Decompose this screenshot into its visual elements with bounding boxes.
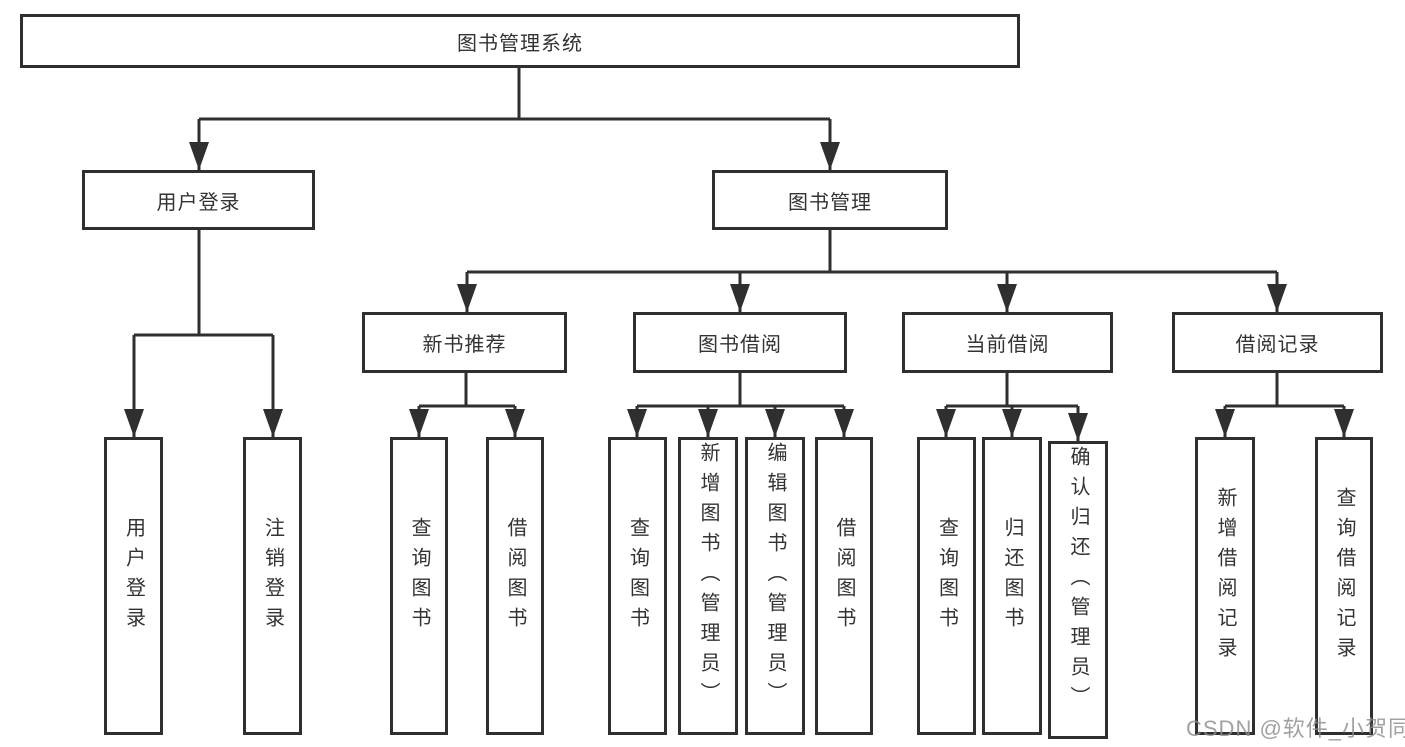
node-borrow-query-books-label: 查询图书 — [626, 517, 649, 637]
node-recommend-query-books: 查询图书 — [390, 437, 448, 735]
node-user-login-branch-label: 用户登录 — [156, 191, 241, 214]
node-borrow-add-books: 新增图书（管理员） — [678, 437, 738, 735]
node-borrow-borrow-books-label: 借阅图书 — [833, 517, 855, 637]
node-records-add-record-label: 新增借阅记录 — [1214, 487, 1236, 667]
connector-lines — [132, 68, 1346, 441]
node-recommend-query-books-label: 查询图书 — [408, 517, 430, 637]
node-new-book-recommend-label: 新书推荐 — [422, 334, 507, 356]
node-borrow-borrow-books: 借阅图书 — [815, 437, 873, 735]
node-borrowing-records: 借阅记录 — [1172, 312, 1383, 373]
arrowheads — [124, 142, 1354, 441]
node-library-management-system-label: 图书管理系统 — [457, 32, 583, 55]
node-records-add-record: 新增借阅记录 — [1195, 437, 1255, 735]
node-logout-leaf: 注销登录 — [243, 437, 302, 735]
node-user-login-branch: 用户登录 — [82, 170, 315, 230]
node-new-book-recommend: 新书推荐 — [362, 312, 567, 373]
node-borrow-edit-books-label: 编辑图书（管理员） — [764, 442, 786, 712]
node-borrow-edit-books: 编辑图书（管理员） — [745, 437, 805, 735]
node-book-management-branch: 图书管理 — [712, 170, 948, 230]
node-current-return-books: 归还图书 — [982, 437, 1042, 735]
node-borrowing-records-label: 借阅记录 — [1235, 334, 1320, 356]
node-current-borrowing: 当前借阅 — [902, 312, 1113, 373]
node-current-return-books-label: 归还图书 — [1001, 517, 1023, 637]
node-logout-leaf-label: 注销登录 — [261, 517, 284, 637]
node-current-query-books-label: 查询图书 — [935, 517, 958, 637]
node-recommend-borrow-books-label: 借阅图书 — [504, 517, 526, 637]
node-records-query-record: 查询借阅记录 — [1315, 437, 1373, 735]
csdn-watermark: CSDN @软件_小贺同学 — [1186, 716, 1405, 741]
node-user-login-leaf: 用户登录 — [104, 437, 163, 735]
node-current-borrowing-label: 当前借阅 — [965, 334, 1050, 356]
node-book-borrowing-label: 图书借阅 — [698, 334, 782, 356]
node-borrow-query-books: 查询图书 — [608, 437, 667, 735]
node-book-borrowing: 图书借阅 — [633, 312, 847, 373]
node-current-query-books: 查询图书 — [917, 437, 976, 735]
node-user-login-leaf-label: 用户登录 — [122, 517, 145, 637]
node-recommend-borrow-books: 借阅图书 — [486, 437, 544, 735]
node-current-confirm-return-label: 确认归还（管理员） — [1067, 446, 1089, 716]
node-records-query-record-label: 查询借阅记录 — [1333, 487, 1355, 667]
node-current-confirm-return: 确认归还（管理员） — [1048, 441, 1108, 739]
node-borrow-add-books-label: 新增图书（管理员） — [697, 442, 719, 712]
node-library-management-system: 图书管理系统 — [20, 14, 1020, 68]
node-book-management-branch-label: 图书管理 — [788, 191, 872, 214]
